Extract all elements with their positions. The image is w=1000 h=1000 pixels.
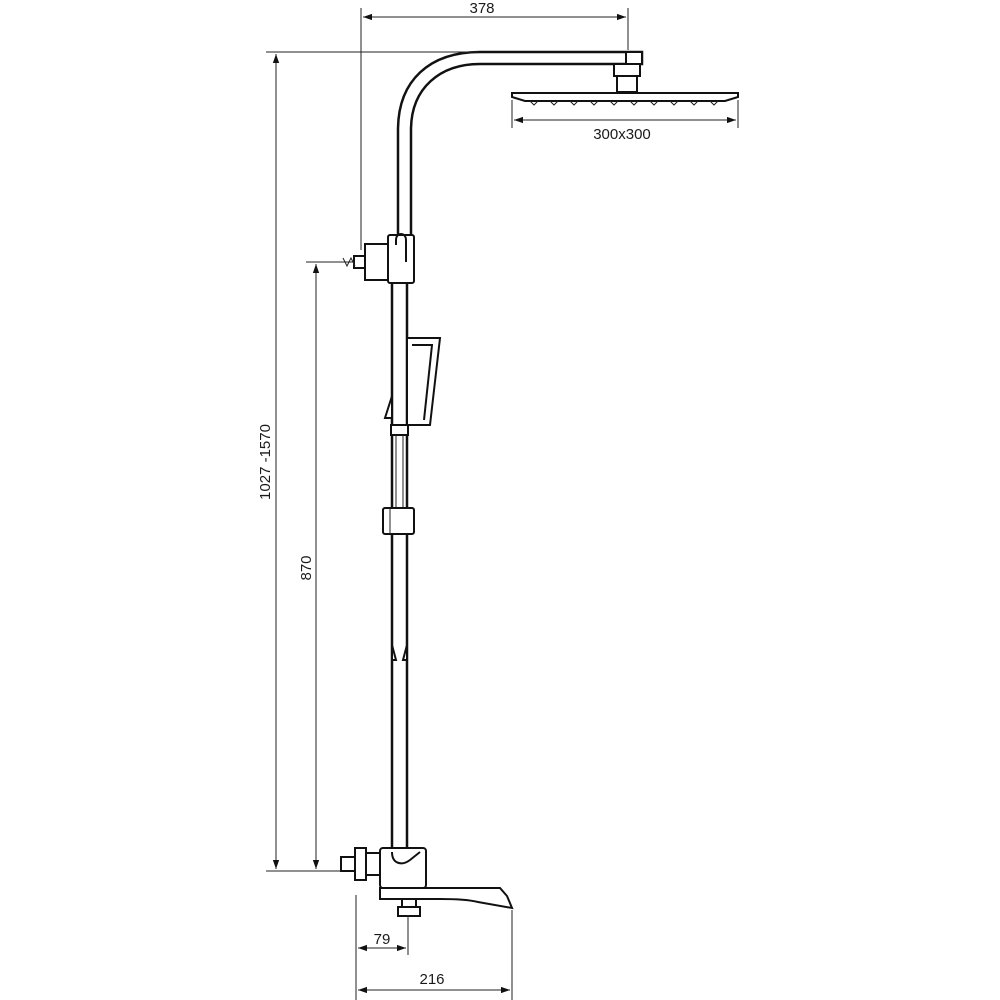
head-size-label: 300x300: [593, 126, 651, 143]
dimension-spout-reach: 216: [358, 910, 513, 1000]
shower-hose: [395, 435, 404, 508]
outlet-height-label: 870: [298, 555, 315, 580]
spout-offset-label: 79: [374, 931, 391, 948]
dimension-head-size: 300x300: [511, 100, 739, 143]
rain-shower-head: [511, 63, 739, 106]
shower-riser: [390, 50, 644, 852]
spout-reach-label: 216: [419, 971, 444, 988]
dimension-total-height: 1027 -1570: [257, 51, 478, 872]
dimension-outlet-height: 870: [298, 261, 345, 869]
dimension-spout-offset: 79: [355, 895, 409, 1000]
bath-mixer: [340, 847, 514, 917]
upper-clamp: [340, 233, 415, 284]
total-height-label: 1027 -1570: [257, 424, 274, 500]
hand-shower: [383, 337, 442, 436]
arm-reach-label: 378: [469, 0, 494, 17]
slider-clamp: [382, 507, 415, 535]
dimension-arm-reach: 378: [360, 0, 629, 250]
riser-mark: [391, 644, 408, 661]
